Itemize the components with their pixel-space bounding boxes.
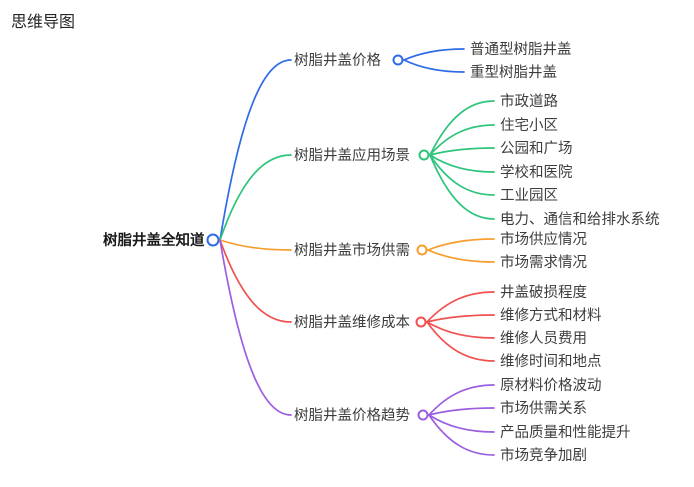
child-node[interactable]: 产品质量和性能提升: [500, 425, 631, 442]
child-node[interactable]: 维修方式和材料: [500, 308, 602, 325]
child-node[interactable]: 市政道路: [500, 94, 558, 111]
page-title: 思维导图: [11, 14, 76, 31]
connector-curve: [426, 314, 495, 323]
branch-node-2[interactable]: 树脂井盖市场供需: [294, 243, 410, 260]
child-node[interactable]: 市场供应情况: [500, 232, 587, 249]
child-node[interactable]: 井盖破损程度: [500, 285, 587, 302]
branch-collapse-toggle-2[interactable]: [416, 244, 428, 256]
connector-curve: [428, 414, 495, 433]
connector-curve: [429, 124, 495, 156]
connector-curve: [219, 239, 292, 323]
connector-curve: [427, 249, 495, 263]
connector-curve: [219, 154, 292, 241]
branch-collapse-toggle-0[interactable]: [392, 54, 404, 66]
child-node[interactable]: 学校和医院: [500, 165, 573, 182]
root-node[interactable]: 树脂井盖全知道: [103, 233, 205, 250]
connector-curve: [426, 321, 495, 339]
child-node[interactable]: 公园和广场: [500, 141, 573, 158]
connector-curve: [219, 239, 292, 416]
child-node[interactable]: 重型树脂井盖: [470, 65, 557, 82]
connector-curve: [427, 238, 495, 251]
child-node[interactable]: 维修时间和地点: [500, 354, 602, 371]
child-node[interactable]: 市场竞争加剧: [500, 448, 587, 465]
branch-collapse-toggle-4[interactable]: [417, 409, 429, 421]
branch-node-0[interactable]: 树脂井盖价格: [294, 53, 381, 70]
child-node[interactable]: 工业园区: [500, 188, 558, 205]
connector-curve: [426, 321, 495, 362]
root-collapse-toggle[interactable]: [206, 233, 220, 247]
connector-curve: [429, 154, 495, 196]
child-node[interactable]: 住宅小区: [500, 118, 558, 135]
child-node[interactable]: 市场供需关系: [500, 401, 587, 418]
child-node[interactable]: 原材料价格波动: [500, 378, 602, 395]
connector-curve: [219, 239, 292, 251]
connector-curve: [403, 48, 465, 61]
connector-curve: [429, 154, 495, 173]
connector-curve: [403, 59, 465, 73]
connector-curve: [426, 291, 495, 323]
child-node[interactable]: 电力、通信和给排水系统: [500, 212, 660, 229]
branch-node-1[interactable]: 树脂井盖应用场景: [294, 148, 410, 165]
child-node[interactable]: 维修人员费用: [500, 331, 587, 348]
branch-node-3[interactable]: 树脂井盖维修成本: [294, 315, 410, 332]
connector-curve: [429, 154, 495, 220]
branch-node-4[interactable]: 树脂井盖价格趋势: [294, 408, 410, 425]
branch-collapse-toggle-3[interactable]: [415, 316, 427, 328]
connector-curve: [428, 414, 495, 456]
connector-curve: [219, 59, 292, 241]
child-node[interactable]: 普通型树脂井盖: [470, 42, 572, 59]
connector-curve: [428, 407, 495, 416]
connector-curve: [429, 147, 495, 156]
child-node[interactable]: 市场需求情况: [500, 255, 587, 272]
branch-collapse-toggle-1[interactable]: [418, 149, 430, 161]
connector-curve: [428, 384, 495, 416]
connector-curve: [429, 100, 495, 156]
